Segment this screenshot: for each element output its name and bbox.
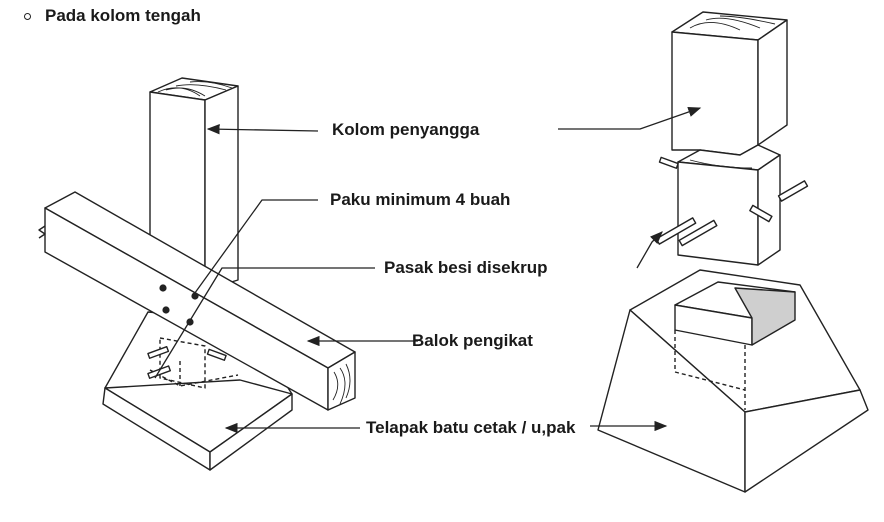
label-balok-pengikat: Balok pengikat bbox=[412, 331, 533, 350]
bullet-circle-icon bbox=[24, 12, 31, 20]
label-pasak-besi: Pasak besi disekrup bbox=[384, 258, 548, 277]
label-kolom-penyangga: Kolom penyangga bbox=[332, 120, 480, 139]
leader-lines bbox=[154, 106, 702, 434]
label-paku: Paku minimum 4 buah bbox=[330, 190, 511, 209]
right-pegs bbox=[655, 156, 809, 247]
right-column-base bbox=[677, 144, 781, 266]
heading-text: Pada kolom tengah bbox=[45, 6, 201, 25]
label-telapak-batu: Telapak batu cetak / u,pak bbox=[366, 418, 576, 437]
heading: Pada kolom tengah bbox=[24, 6, 201, 26]
right-column bbox=[671, 11, 788, 156]
left-beam bbox=[38, 191, 356, 411]
nail-dots bbox=[159, 284, 199, 326]
right-footing bbox=[597, 269, 869, 493]
